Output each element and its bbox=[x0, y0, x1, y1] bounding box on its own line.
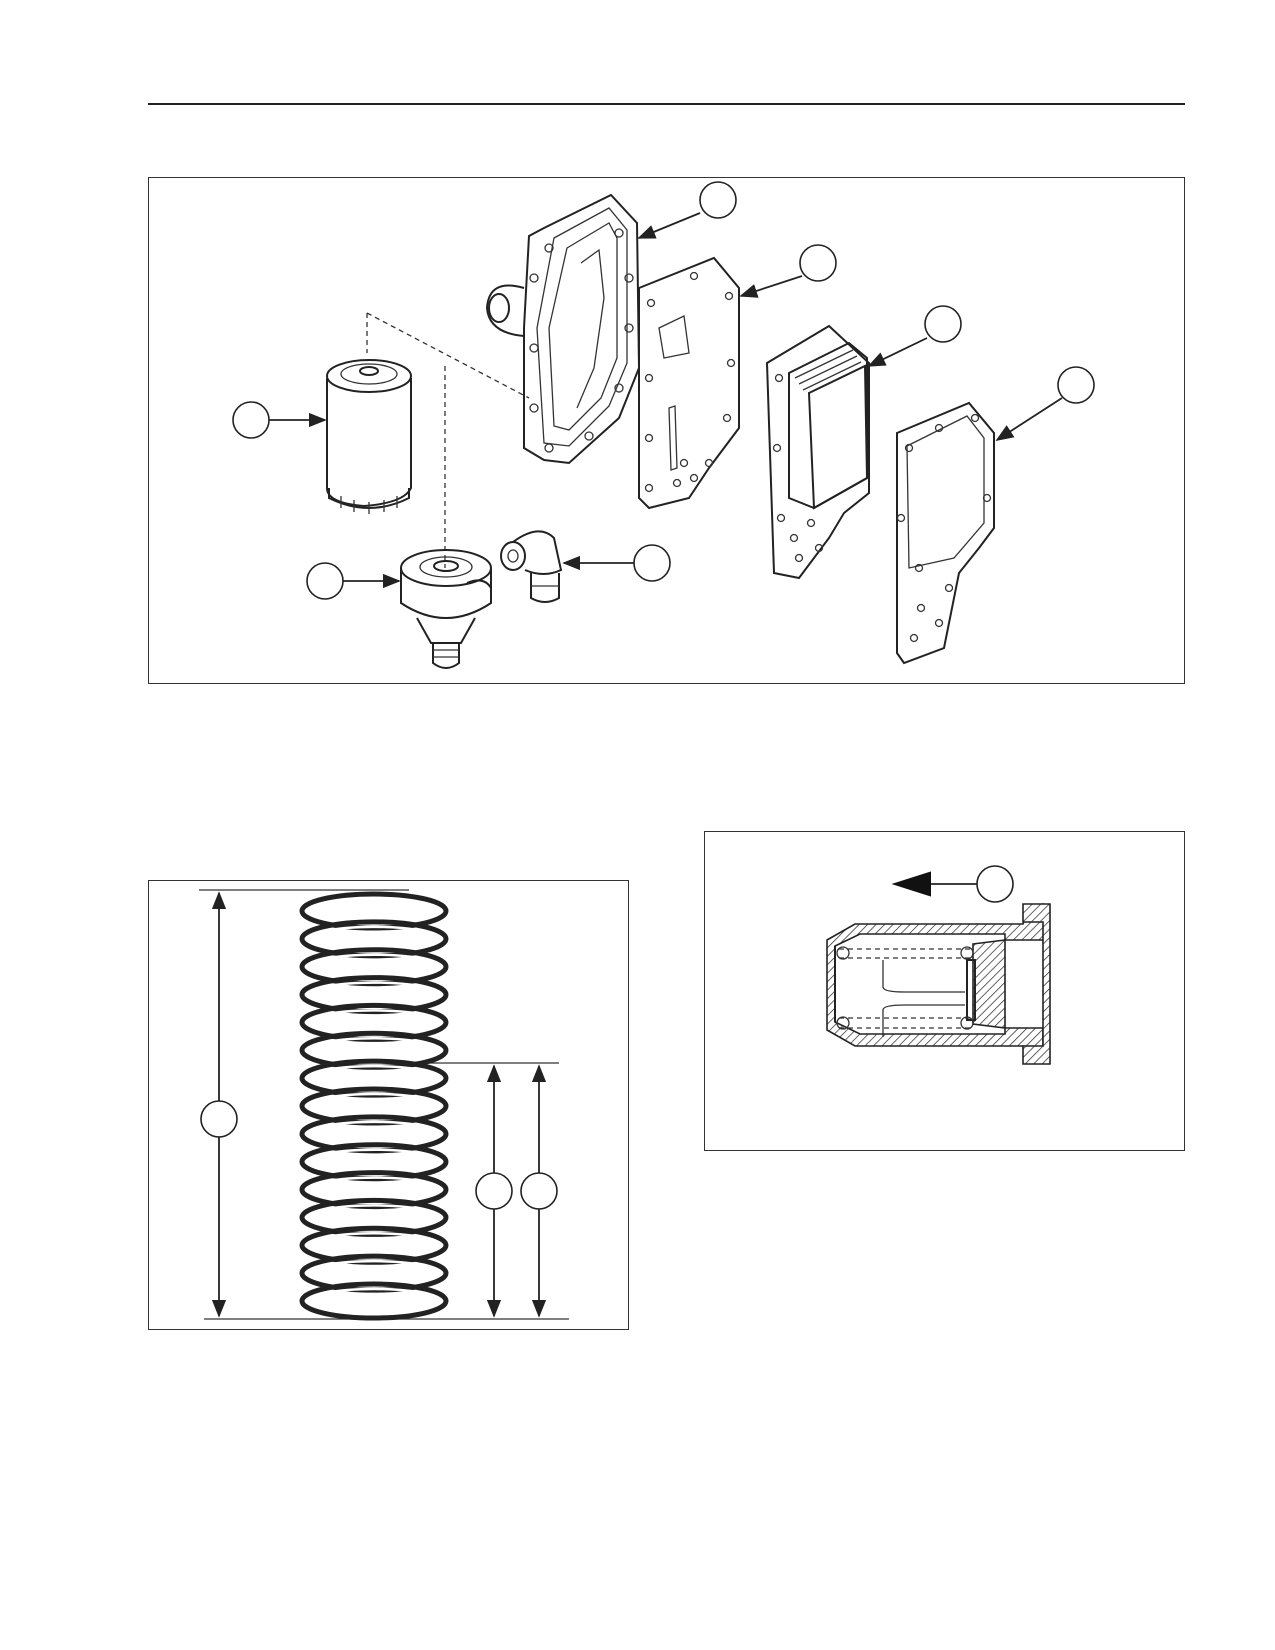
filter-head bbox=[400, 549, 492, 669]
callout-valve bbox=[976, 865, 1014, 903]
spring bbox=[299, 891, 449, 1321]
oil-cooler-core bbox=[765, 324, 870, 580]
housing-gasket bbox=[638, 256, 740, 510]
spring-coil-highlight bbox=[307, 1287, 441, 1315]
cooler-gasket bbox=[896, 401, 995, 665]
header-rule bbox=[148, 103, 1185, 105]
callout-oil-filter bbox=[232, 401, 327, 439]
oil-cooler-housing bbox=[485, 193, 641, 465]
spring-coil bbox=[299, 1281, 449, 1321]
bypass-valve-figure bbox=[704, 831, 1185, 1151]
callout-housing bbox=[637, 181, 737, 239]
oil-filter bbox=[326, 359, 412, 514]
elbow-fitting bbox=[500, 530, 563, 603]
callout-housing-gasket bbox=[739, 244, 837, 298]
bypass-valve-section-drawing bbox=[826, 865, 1051, 1065]
exploded-assembly-drawing bbox=[232, 181, 1095, 669]
callout-cooler-core bbox=[867, 305, 962, 367]
callout-free-length bbox=[200, 1100, 238, 1138]
spring-measurement-figure bbox=[148, 880, 629, 1330]
exploded-assembly-figure bbox=[148, 177, 1185, 684]
callout-filter-head bbox=[306, 562, 401, 600]
spring-drawing bbox=[199, 889, 569, 1321]
assembly-guide-lines bbox=[366, 312, 530, 568]
callout-elbow-fitting bbox=[562, 544, 671, 582]
callout-cooler-gasket bbox=[995, 366, 1095, 441]
callout-test-length-a bbox=[475, 1172, 513, 1210]
callout-test-length-b bbox=[520, 1172, 558, 1210]
